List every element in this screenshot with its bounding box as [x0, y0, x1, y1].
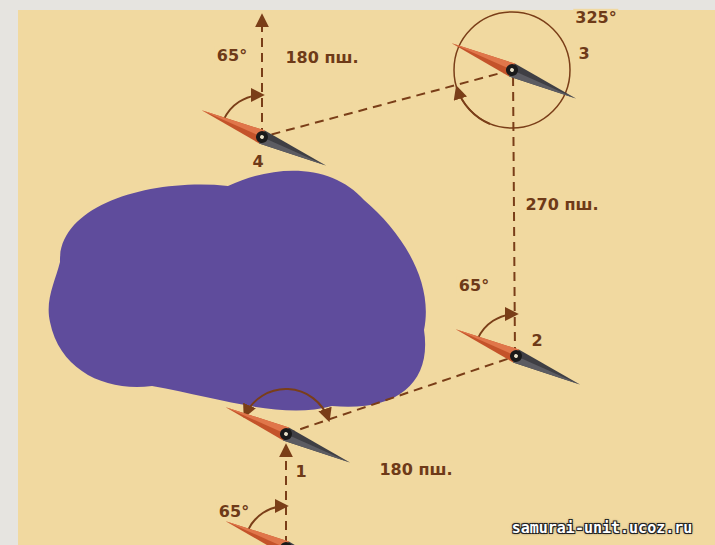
point-number: 2: [529, 332, 544, 350]
angle-label: 65°: [217, 503, 251, 521]
angle-label: 325°: [573, 9, 618, 27]
angle-label: 65°: [457, 277, 491, 295]
compass-needles: [199, 37, 583, 545]
distance-label: 180 пш.: [283, 49, 360, 67]
obstacle: [49, 171, 426, 411]
point-number: 1: [293, 463, 308, 481]
point-number: 3: [576, 45, 591, 63]
point-number: 4: [250, 153, 265, 171]
watermark: samurai-unit.ucoz.ru: [510, 520, 695, 537]
map-ground: [18, 10, 715, 545]
angle-arcs: [224, 12, 570, 531]
distance-label: 270 пш.: [523, 196, 600, 214]
angle-label: 65°: [215, 47, 249, 65]
route-lines: [262, 16, 516, 545]
distance-label: 180 пш.: [377, 461, 454, 479]
